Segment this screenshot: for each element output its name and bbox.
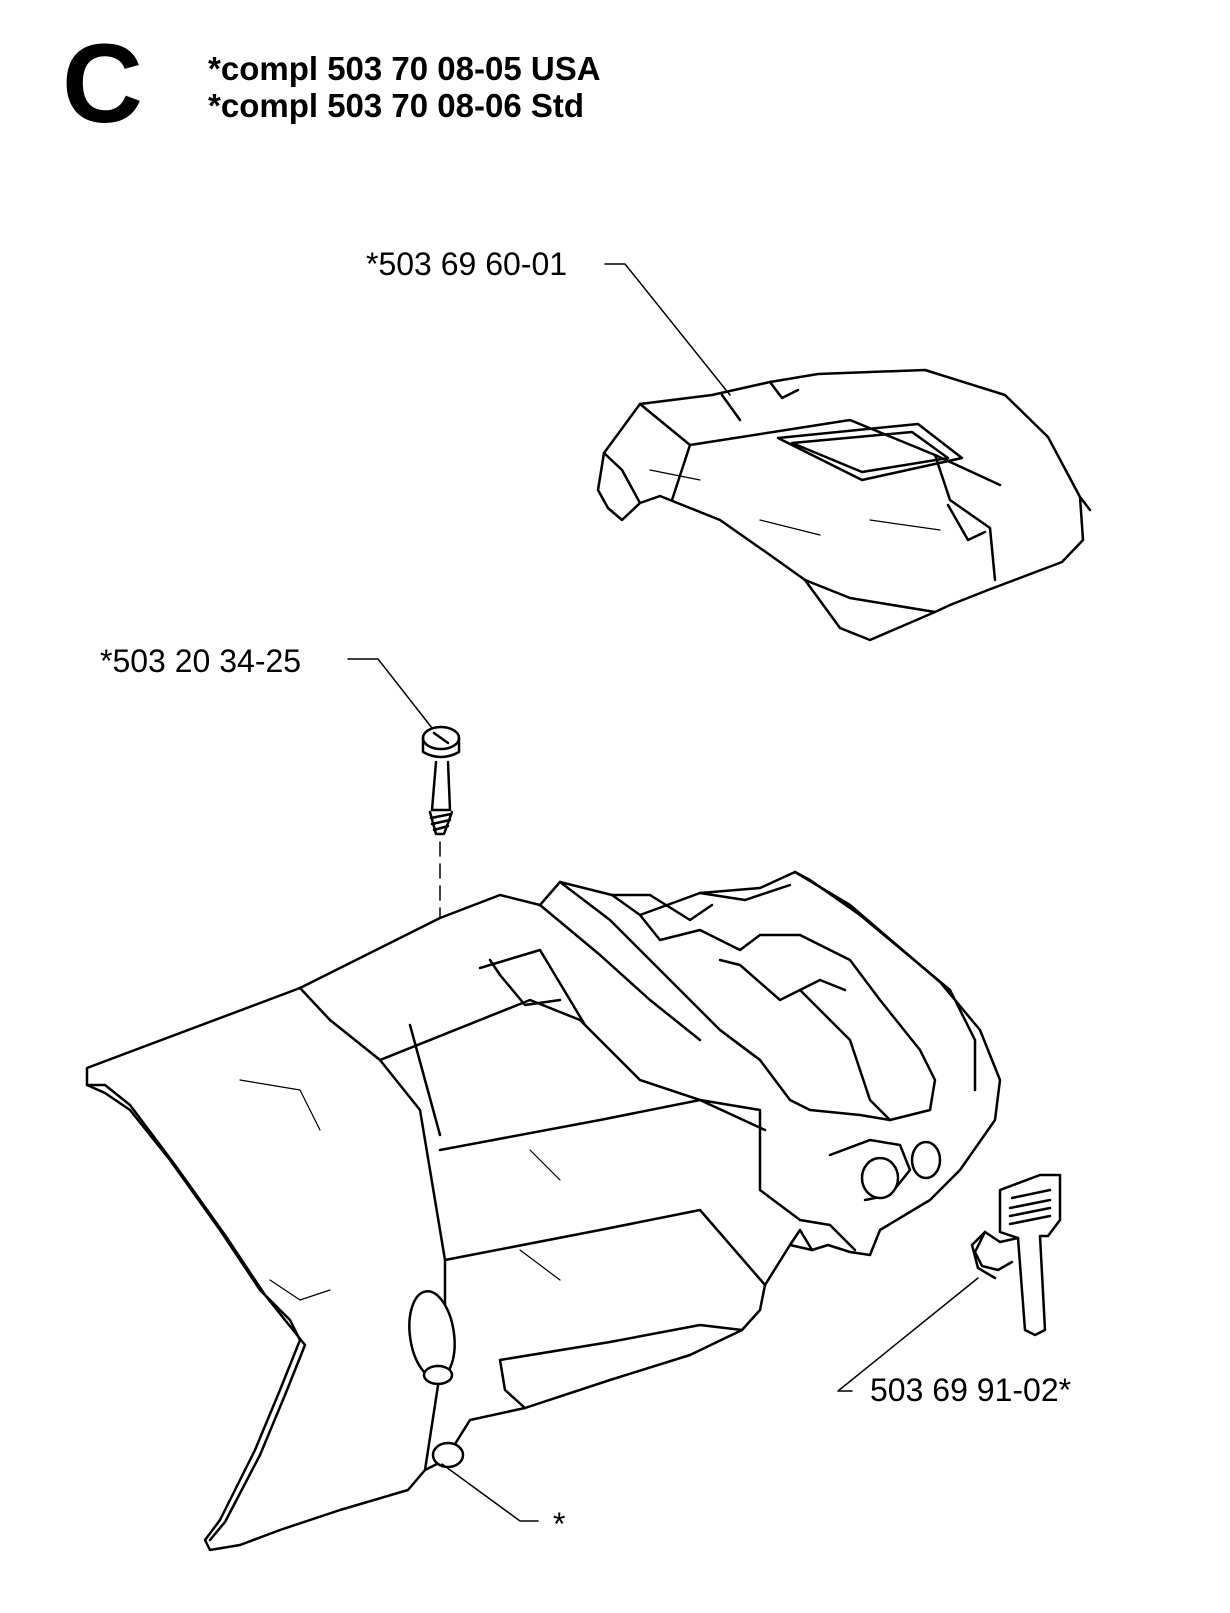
part-label-asterisk: * bbox=[553, 1506, 566, 1542]
kit-number-std: *compl 503 70 08-06 Std bbox=[208, 87, 585, 124]
top-cover-part bbox=[596, 368, 1092, 642]
kit-number-usa: *compl 503 70 08-05 USA bbox=[208, 50, 601, 87]
part-label-top-cover: *503 69 60-01 bbox=[366, 246, 568, 282]
clip-part bbox=[970, 1173, 1062, 1337]
leader-lines bbox=[347, 263, 979, 1522]
section-letter: C bbox=[62, 21, 143, 146]
screw-part bbox=[421, 725, 461, 919]
main-housing-part bbox=[85, 870, 1002, 1552]
part-label-clip: 503 69 91-02* bbox=[870, 1372, 1072, 1408]
part-label-screw: *503 20 34-25 bbox=[100, 643, 302, 679]
